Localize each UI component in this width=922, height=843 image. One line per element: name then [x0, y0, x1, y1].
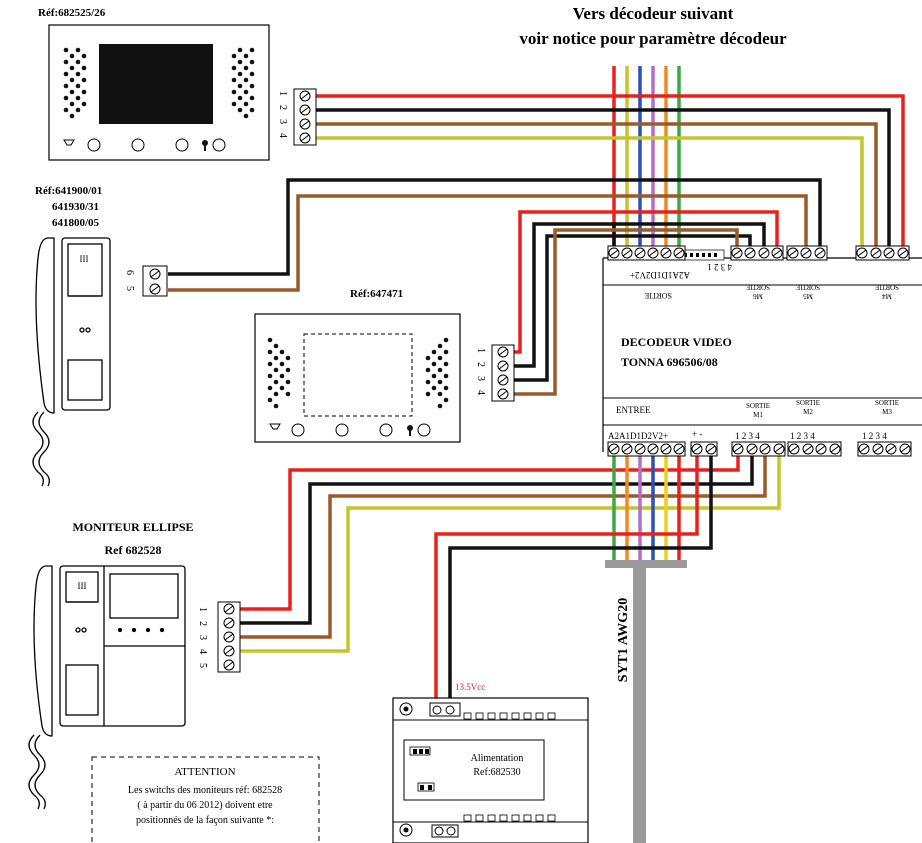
- button-icon: [417, 423, 431, 437]
- wires: [168, 66, 905, 708]
- output-m1-line2: M1: [753, 411, 763, 419]
- panel-top-num-2: 2: [277, 105, 288, 110]
- decoder-sortie-top: SORTIE: [644, 291, 672, 300]
- button-icon: [379, 423, 393, 437]
- panel-top-num-3: 3: [277, 119, 288, 124]
- key-icon: [202, 140, 208, 151]
- cable-junction: [605, 560, 687, 568]
- door-panel-top: [48, 24, 270, 161]
- output-m6-line1: SORTIE: [746, 283, 770, 291]
- decoder-bus-block: [607, 441, 686, 457]
- decoder-numbers-m2: 1 2 3 4: [790, 431, 815, 441]
- panel-top-screen: [99, 44, 213, 124]
- decoder-numbers-m1: 1 2 3 4: [735, 431, 760, 441]
- decoder-power-terminals: + -: [692, 429, 702, 439]
- button-icon: [335, 423, 349, 437]
- decoder-m1-block: [731, 441, 786, 457]
- cable-label: SYT1 AWG20: [616, 598, 631, 682]
- button-icon: [175, 138, 189, 152]
- output-m2-line2: M2: [803, 408, 813, 416]
- output-m5-line2: M5: [803, 292, 813, 300]
- key-icon: [407, 425, 413, 436]
- panel-top-terminal-block: [293, 88, 317, 146]
- output-m6-line2: M6: [753, 292, 763, 300]
- svg-text:III: III: [78, 581, 87, 591]
- power-label: Alimentation: [471, 753, 524, 764]
- attention-line1: Les switchs des moniteurs réf: 682528: [128, 785, 282, 796]
- monitor-num-3: 3: [197, 635, 208, 640]
- panel-mid-num-2: 2: [475, 362, 486, 367]
- monitor-ref: Ref 682528: [105, 543, 162, 557]
- panel-mid-num-4: 4: [475, 390, 486, 395]
- svg-text:III: III: [80, 254, 89, 264]
- decoder-numbers-m3: 1 2 3 4: [862, 431, 887, 441]
- screw-slots: [150, 92, 910, 669]
- monitor-num-1: 1: [197, 607, 208, 612]
- output-m4-line1: SORTIE: [875, 283, 899, 291]
- panel-top-num-1: 1: [277, 91, 288, 96]
- handset-num-5: 5: [124, 286, 135, 291]
- handset-icon: III: [32, 237, 111, 487]
- decoder-title-line2: TONNA 696506/08: [621, 355, 718, 369]
- panel-mid-ref: Réf:647471: [350, 288, 403, 300]
- cable-syt1: [633, 566, 646, 843]
- attention-line2: ( à partir du 06 2012) doivent etre: [137, 800, 273, 811]
- output-m2-line1: SORTIE: [796, 399, 820, 407]
- output-m3-line1: SORTIE: [875, 399, 899, 407]
- handset-terminal-block: [142, 265, 168, 297]
- monitor-num-2: 2: [197, 621, 208, 626]
- decoder-power-block: [690, 441, 718, 457]
- decoder-top-m4-block: [855, 245, 910, 261]
- power-ref: Ref:682530: [473, 767, 520, 778]
- output-m3-line2: M3: [882, 408, 892, 416]
- decoder-top-numbers-m6: 4 3 2 1: [707, 262, 732, 272]
- decoder-bus-terminals: A2A1D1D2V2+: [608, 431, 668, 441]
- decoder-m2-block: [787, 441, 842, 457]
- decoder-top-bus-terminals: A2A1D1D2V2+: [630, 270, 690, 280]
- header-title-line1: Vers décodeur suivant: [573, 4, 734, 23]
- speaker-grille-right-icon: [231, 47, 255, 119]
- handset-ref-2: 641930/31: [52, 201, 99, 213]
- decoder-top-m5-block: [786, 245, 828, 261]
- handset-ref-1: Réf:641900/01: [35, 185, 102, 197]
- bell-icon: [269, 423, 281, 430]
- monitor-icon: III: [28, 565, 186, 810]
- monitor-num-5: 5: [197, 663, 208, 668]
- decoder-m3-block: [857, 441, 912, 457]
- panel-mid-num-1: 1: [475, 348, 486, 353]
- header-title-line2: voir notice pour paramètre décodeur: [519, 29, 787, 48]
- bell-icon: [63, 139, 75, 146]
- speaker-grille-right-icon: [425, 337, 449, 409]
- panel-top-num-4: 4: [277, 133, 288, 138]
- speaker-grille-left-icon: [63, 47, 87, 119]
- handset-ref-3: 641800/05: [52, 217, 100, 229]
- button-icon: [291, 423, 305, 437]
- output-m1-line1: SORTIE: [746, 402, 770, 410]
- decoder-top-m6-block: [730, 245, 784, 261]
- button-icon: [212, 138, 226, 152]
- attention-title: ATTENTION: [174, 766, 235, 778]
- output-m4-line2: M4: [882, 292, 892, 300]
- speaker-grille-left-icon: [267, 337, 291, 409]
- panel-top-ref: Réf:682525/26: [38, 7, 106, 19]
- monitor-title: MONITEUR ELLIPSE: [72, 520, 193, 534]
- attention-box: [91, 756, 320, 843]
- handset-num-6: 6: [124, 270, 135, 275]
- panel-mid-num-3: 3: [475, 376, 486, 381]
- button-icon: [131, 138, 145, 152]
- output-m5-line1: SORTIE: [796, 283, 820, 291]
- door-panel-mid: [254, 313, 461, 443]
- monitor-num-4: 4: [197, 649, 208, 654]
- decoder-entree: ENTREE: [616, 405, 651, 415]
- power-supply: [392, 697, 589, 843]
- decoder-title-line1: DECODEUR VIDEO: [621, 335, 732, 349]
- decoder-top-bus-block: [607, 245, 686, 261]
- attention-line3: positionnés de la façon suivante *:: [136, 815, 274, 826]
- button-icon: [87, 138, 101, 152]
- panel-mid-terminal-block: [491, 344, 515, 402]
- power-voltage: 13.5Vcc: [455, 682, 485, 692]
